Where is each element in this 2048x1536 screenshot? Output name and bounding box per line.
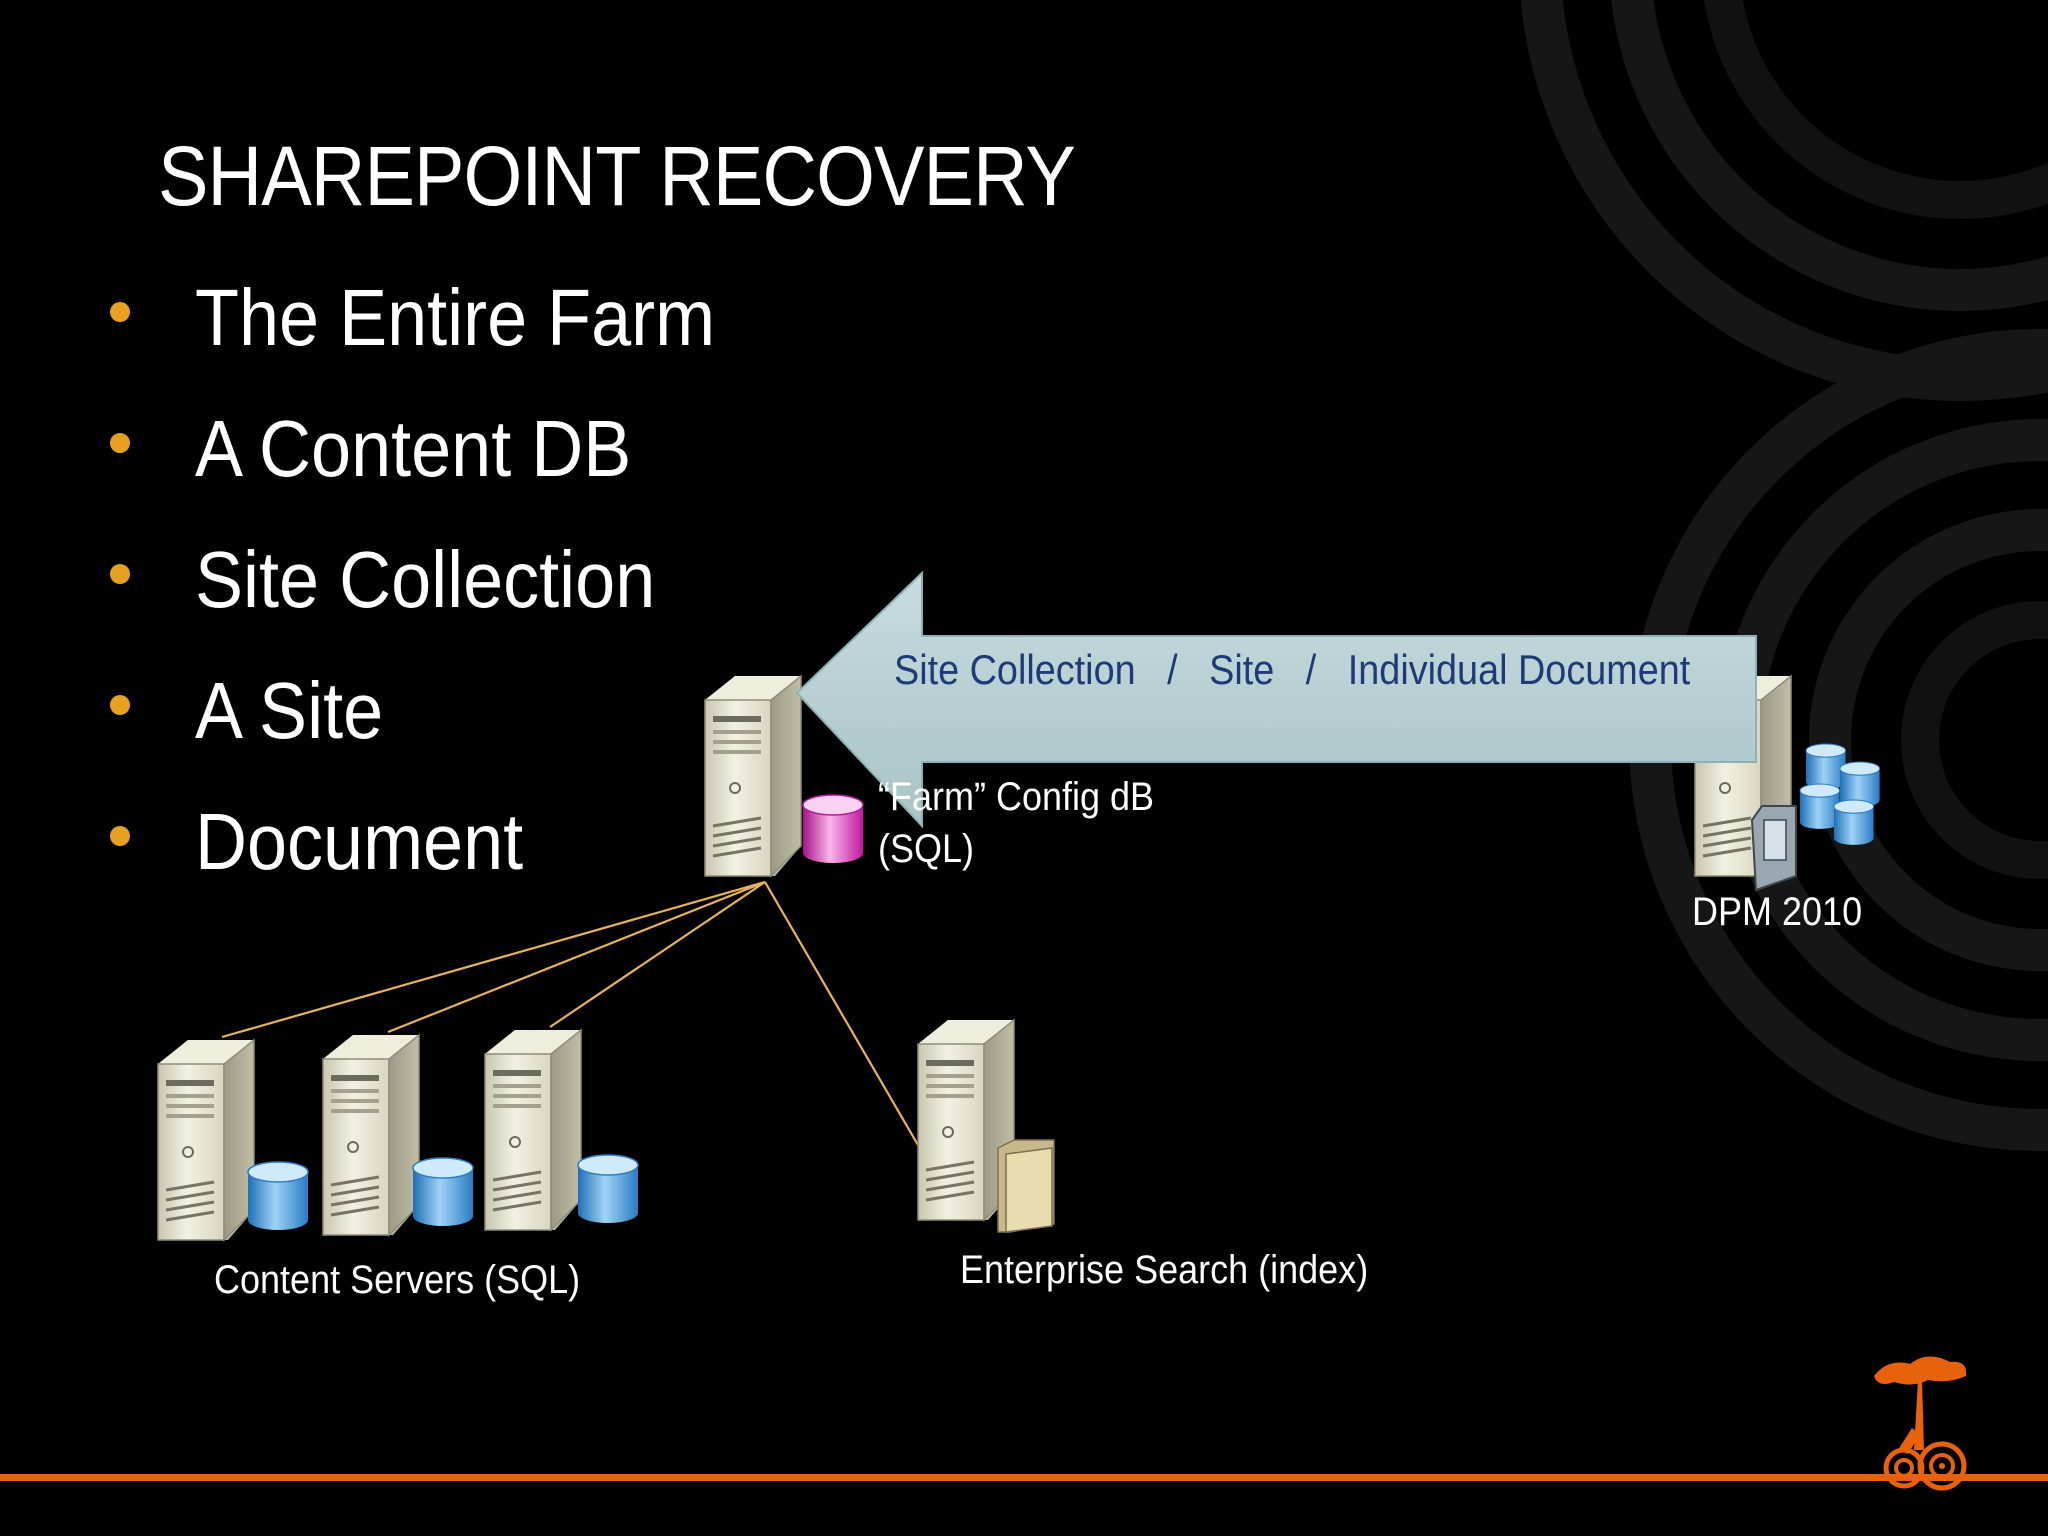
arrow-label: Site Collection / Site / Individual Docu… — [894, 646, 1691, 693]
server-icon — [703, 674, 803, 878]
bullet-item-site-collection: Site Collection — [100, 532, 773, 663]
bullet-item-site: A Site — [100, 663, 773, 794]
content-server-1 — [156, 1038, 309, 1242]
bullet-list: The Entire Farm A Content DB Site Collec… — [100, 270, 773, 925]
content-servers — [156, 1028, 639, 1242]
tree-logo-icon — [1874, 1356, 1967, 1491]
server-icon — [483, 1028, 583, 1232]
bullet-item-entire-farm: The Entire Farm — [100, 270, 773, 401]
database-icon — [247, 1161, 309, 1231]
farm-config-label-line2: (SQL) — [878, 827, 975, 871]
database-icon — [577, 1154, 639, 1224]
folder-icon — [997, 1139, 1055, 1233]
server-icon — [156, 1038, 256, 1242]
bullet-dot — [110, 695, 130, 715]
database-icon — [412, 1157, 474, 1227]
bullet-dot — [110, 564, 130, 584]
slide-title: SHAREPOINT RECOVERY — [158, 129, 1076, 223]
database-icon — [802, 794, 864, 864]
content-server-3 — [483, 1028, 639, 1232]
connector-lines — [221, 880, 919, 1146]
bullet-dot — [110, 302, 130, 322]
bullet-item-document: Document — [100, 794, 773, 925]
database-icon — [1805, 743, 1847, 790]
content-server-2 — [321, 1033, 474, 1237]
bullet-dot — [110, 826, 130, 846]
database-icon — [1833, 799, 1875, 846]
server-icon — [321, 1033, 421, 1237]
farm-config-label-line1: “Farm” Config dB — [878, 775, 1155, 819]
bullet-item-content-db: A Content DB — [100, 401, 773, 532]
bullet-dot — [110, 433, 130, 453]
tape-icon — [1750, 805, 1797, 892]
enterprise-search-label: Enterprise Search (index) — [960, 1248, 1369, 1292]
content-servers-label: Content Servers (SQL) — [214, 1258, 581, 1302]
footer-line — [0, 1474, 2048, 1481]
restore-arrow — [795, 570, 1757, 829]
dpm-server — [1693, 674, 1881, 892]
enterprise-search-server — [916, 1018, 1055, 1233]
dpm-label: DPM 2010 — [1692, 890, 1863, 934]
